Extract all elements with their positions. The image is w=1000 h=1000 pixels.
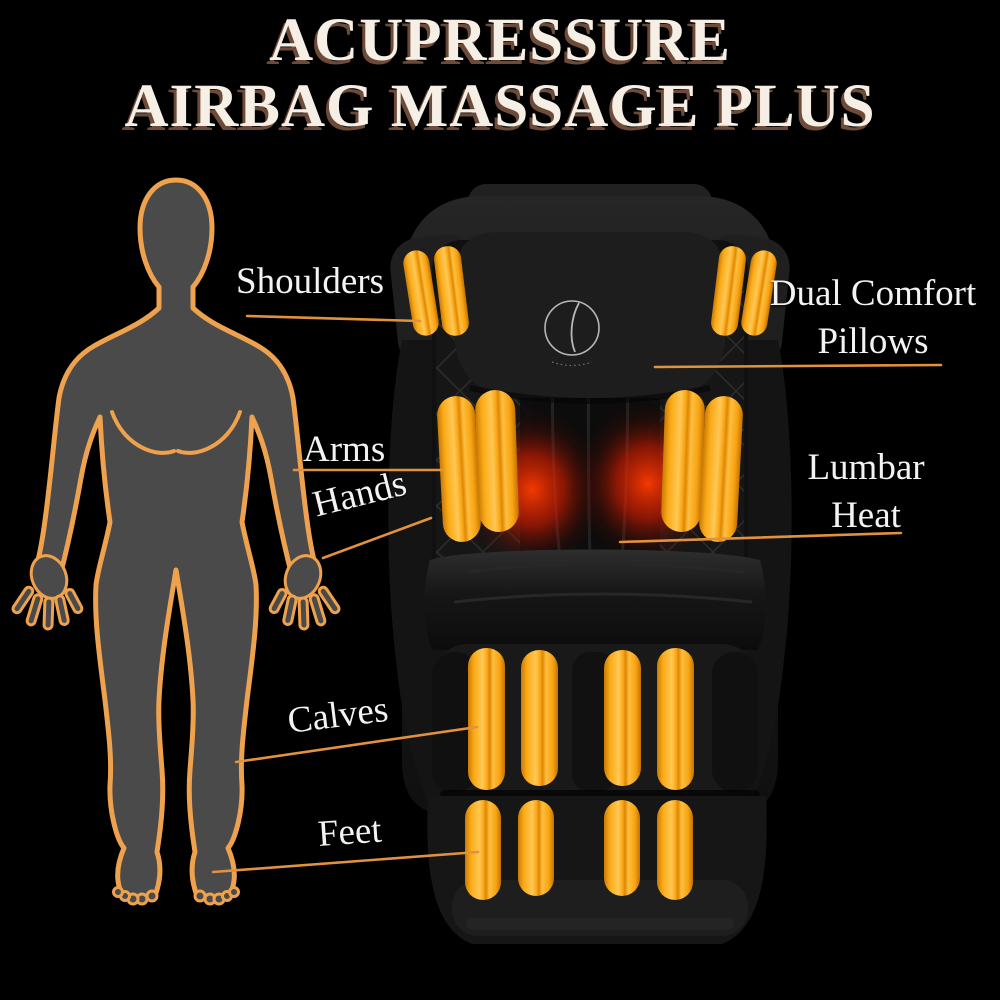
foot-airbags [465,800,693,900]
body-right-hand [268,554,341,631]
shoulder-airbags [403,246,777,336]
dual-comfort-leader-line [653,363,943,369]
title-line-1: ACUPRESSURE [269,7,731,74]
arm-airbags [437,390,743,542]
label-lumbar-heat: Lumbar Heat [776,444,956,540]
chair-calf-bolster-right [712,652,758,792]
body-left-hand [11,554,84,631]
lumbar-leader-line [618,531,903,544]
label-lumbar-line1: Lumbar [807,447,925,488]
label-arms: Arms [303,429,386,470]
label-dual-comfort-line2: Pillows [817,321,929,362]
chest-line-right [176,410,242,455]
page-title: ACUPRESSURE AIRBAG MASSAGE PLUS [0,8,1000,140]
chair-seat [424,549,766,650]
feet-leader-line [211,850,480,874]
body-outline-shape [35,177,317,900]
massage-chair [388,184,792,944]
chair-head-pillow [454,232,726,398]
label-dual-comfort-pillows: Dual Comfort Pillows [748,270,998,366]
title-line-2: AIRBAG MASSAGE PLUS [124,73,876,140]
hands-leader-line [321,516,433,560]
chair-seat-wrinkles [453,562,753,604]
chair-calf-bolster-left [432,652,478,792]
chair-foot-highlight [466,918,734,930]
body-toes [112,886,240,906]
calves-leader-line [234,725,479,764]
calf-airbags [468,648,694,790]
brand-logo-icon [544,300,600,367]
body-silhouette [11,177,341,906]
label-shoulders: Shoulders [236,261,384,302]
label-dual-comfort-line1: Dual Comfort [769,273,977,314]
shoulders-leader-line [245,314,422,323]
chest-line-left [110,410,176,455]
leader-lines [211,314,943,874]
label-lumbar-line2: Heat [831,495,901,536]
label-feet: Feet [316,809,383,855]
